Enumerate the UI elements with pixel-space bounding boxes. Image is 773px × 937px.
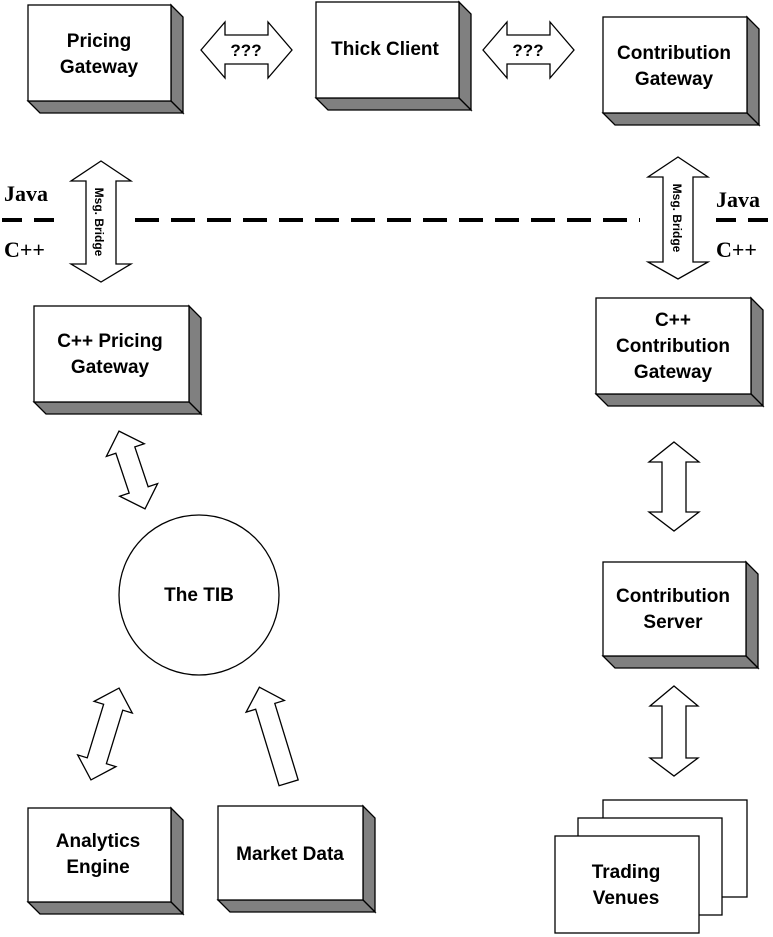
analytics-engine-label-line1: Analytics xyxy=(56,831,140,852)
tib-node: The TIB xyxy=(118,514,280,676)
pricing-thick-client-arrow-label: ??? xyxy=(230,41,261,60)
market-data-box: Market Data xyxy=(216,804,377,914)
market-data-label: Market Data xyxy=(236,844,344,865)
java-label-left: Java xyxy=(4,181,48,206)
msg-bridge-left-label: Msg. Bridge xyxy=(92,188,106,257)
pricing-thick-client-arrow: ??? xyxy=(200,20,293,80)
pricing-gateway-label-line2: Gateway xyxy=(60,57,139,78)
cpp-contribution-gateway-label-line2: Contribution xyxy=(616,336,730,357)
server-venues-arrow xyxy=(648,685,700,777)
contribution-gateway-label-line1: Contribution xyxy=(617,43,731,64)
tib-label: The TIB xyxy=(164,585,234,606)
cpp-label-right: C++ xyxy=(716,237,757,262)
thick-client-contribution-arrow: ??? xyxy=(482,20,575,80)
java-label-right: Java xyxy=(716,187,760,212)
trading-venues-stack: Trading Venues xyxy=(554,799,748,934)
cpp-contribution-gateway-label-line1: C++ xyxy=(655,310,691,331)
cpp-contribution-gateway-box: C++ Contribution Gateway xyxy=(594,296,765,408)
market-data-tib-arrow xyxy=(244,686,299,787)
cpp-contribution-gateway-label-line3: Gateway xyxy=(634,362,713,383)
contribution-gateway-label-line2: Gateway xyxy=(635,69,714,90)
trading-venues-label-line1: Trading xyxy=(592,862,661,883)
language-divider: Java C++ Java C++ xyxy=(2,181,772,262)
msg-bridge-left-arrow: Msg. Bridge xyxy=(68,160,134,283)
analytics-engine-label-line2: Engine xyxy=(66,857,129,878)
analytics-engine-box: Analytics Engine xyxy=(26,806,185,916)
pricing-gateway-label-line1: Pricing xyxy=(67,31,131,52)
cpp-label-left: C++ xyxy=(4,237,45,262)
cpp-contribution-server-arrow xyxy=(647,441,701,532)
pricing-tib-arrow xyxy=(105,430,159,510)
trading-venues-front-sheet xyxy=(554,835,700,934)
contribution-server-box: Contribution Server xyxy=(601,560,760,670)
msg-bridge-right-arrow: Msg. Bridge xyxy=(645,156,711,280)
thick-client-box: Thick Client xyxy=(314,0,473,112)
trading-venues-label-line2: Venues xyxy=(593,888,660,909)
contribution-gateway-box: Contribution Gateway xyxy=(601,15,761,127)
cpp-pricing-gateway-label-line2: Gateway xyxy=(71,357,150,378)
pricing-gateway-box: Pricing Gateway xyxy=(26,3,185,115)
msg-bridge-right-label: Msg. Bridge xyxy=(670,184,684,253)
thick-client-contribution-arrow-label: ??? xyxy=(512,41,543,60)
contribution-server-label-line1: Contribution xyxy=(616,586,730,607)
cpp-pricing-gateway-label-line1: C++ Pricing xyxy=(57,331,163,352)
cpp-pricing-gateway-box: C++ Pricing Gateway xyxy=(32,304,203,416)
contribution-server-label-line2: Server xyxy=(643,612,703,633)
thick-client-label: Thick Client xyxy=(331,39,439,60)
analytics-tib-arrow xyxy=(76,687,134,781)
